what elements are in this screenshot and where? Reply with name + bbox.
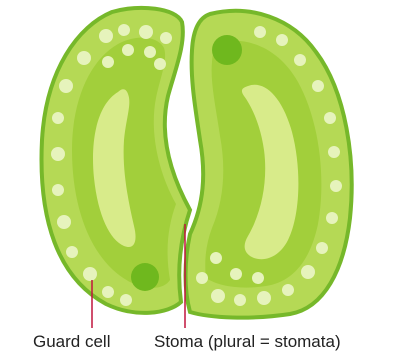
left-guard-cell bbox=[42, 8, 190, 313]
chloroplast bbox=[196, 272, 208, 284]
left-nucleus bbox=[131, 263, 159, 291]
chloroplast bbox=[326, 212, 338, 224]
chloroplast bbox=[102, 56, 114, 68]
chloroplast bbox=[254, 26, 266, 38]
right-nucleus bbox=[212, 35, 242, 65]
chloroplast bbox=[234, 294, 246, 306]
chloroplast bbox=[99, 29, 113, 43]
chloroplast bbox=[51, 147, 65, 161]
right-guard-cell bbox=[186, 11, 352, 318]
chloroplast bbox=[120, 294, 132, 306]
chloroplast bbox=[324, 112, 336, 124]
chloroplast bbox=[211, 289, 225, 303]
chloroplast bbox=[118, 24, 130, 36]
chloroplast bbox=[59, 79, 73, 93]
chloroplast bbox=[144, 46, 156, 58]
guard-cell-label: Guard cell bbox=[33, 332, 110, 352]
chloroplast bbox=[312, 80, 324, 92]
chloroplast bbox=[66, 246, 78, 258]
chloroplast bbox=[154, 58, 166, 70]
chloroplast bbox=[52, 112, 64, 124]
chloroplast bbox=[316, 242, 328, 254]
chloroplast bbox=[294, 54, 306, 66]
chloroplast bbox=[83, 267, 97, 281]
chloroplast bbox=[160, 32, 172, 44]
stoma-label: Stoma (plural = stomata) bbox=[154, 332, 341, 352]
chloroplast bbox=[57, 215, 71, 229]
chloroplast bbox=[257, 291, 271, 305]
chloroplast bbox=[102, 286, 114, 298]
chloroplast bbox=[77, 51, 91, 65]
chloroplast bbox=[139, 25, 153, 39]
chloroplast bbox=[210, 252, 222, 264]
chloroplast bbox=[230, 268, 242, 280]
chloroplast bbox=[252, 272, 264, 284]
chloroplast bbox=[282, 284, 294, 296]
chloroplast bbox=[330, 180, 342, 192]
chloroplast bbox=[328, 146, 340, 158]
chloroplast bbox=[276, 34, 288, 46]
chloroplast bbox=[122, 44, 134, 56]
chloroplast bbox=[301, 265, 315, 279]
chloroplast bbox=[52, 184, 64, 196]
